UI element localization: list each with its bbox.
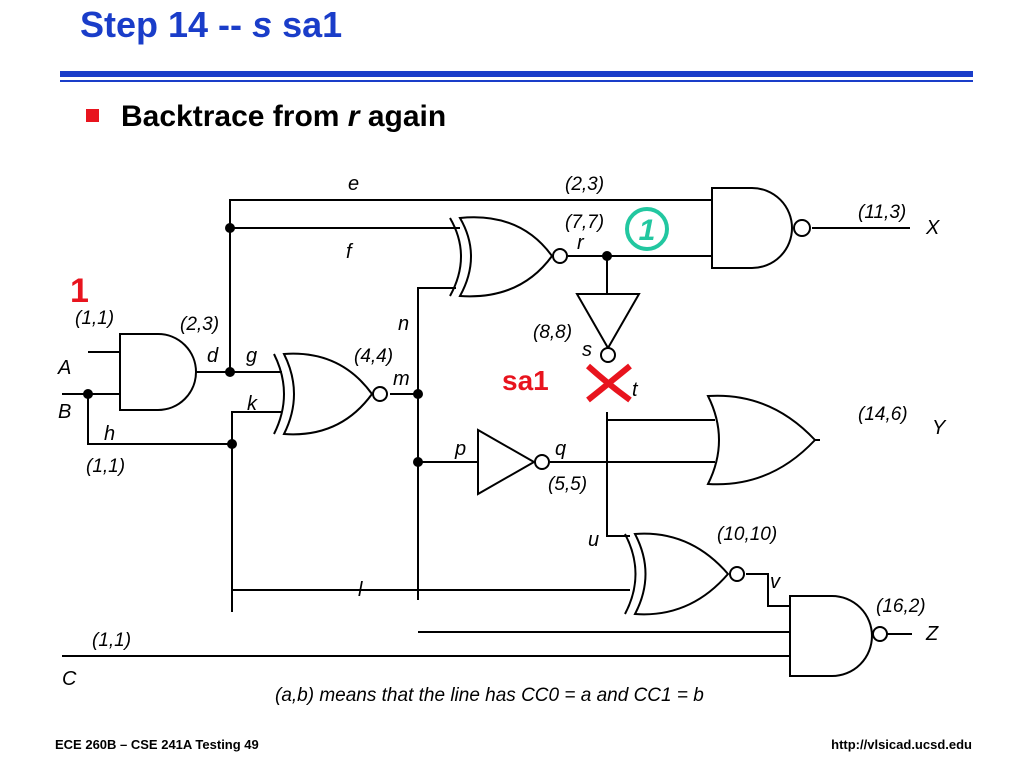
signal-l-label: l bbox=[358, 579, 363, 601]
cc-r: (7,7) bbox=[565, 212, 604, 233]
wire-t bbox=[606, 412, 630, 537]
wire-e bbox=[229, 199, 712, 370]
wire-h bbox=[87, 394, 232, 445]
cc-s: (8,8) bbox=[533, 322, 572, 343]
cc-Z: (16,2) bbox=[876, 596, 926, 617]
slide-title: Step 14 -- s sa1 bbox=[80, 4, 342, 46]
cc-e: (2,3) bbox=[565, 174, 604, 195]
signal-d-label: d bbox=[207, 345, 219, 367]
signal-e-label: e bbox=[348, 173, 359, 195]
red-one-label: 1 bbox=[70, 272, 89, 310]
title-rule-thin bbox=[60, 80, 973, 82]
cc-Y: (14,6) bbox=[858, 404, 908, 425]
signal-f-label: f bbox=[346, 241, 354, 263]
xnor-gate-g-k bbox=[273, 352, 388, 436]
cc-C: (1,1) bbox=[92, 630, 131, 651]
signal-r-label: r bbox=[577, 232, 585, 254]
title-prefix: Step 14 -- bbox=[80, 4, 243, 45]
footer-url: http://vlsicad.ucsd.edu bbox=[831, 737, 972, 752]
bullet-variable: r bbox=[347, 100, 360, 133]
cc-X: (11,3) bbox=[858, 202, 906, 223]
fault-x-mark bbox=[585, 363, 632, 403]
signal-q-label: q bbox=[555, 438, 566, 460]
green-circle-icon bbox=[625, 207, 669, 251]
bullet-square-icon bbox=[86, 109, 99, 122]
footer-course: ECE 260B – CSE 241A Testing 49 bbox=[55, 737, 259, 752]
signal-v-label: v bbox=[770, 571, 781, 593]
port-X-label: X bbox=[925, 217, 940, 239]
green-one-label: 1 bbox=[639, 214, 656, 247]
cc-d: (2,3) bbox=[180, 314, 219, 335]
signal-g-label: g bbox=[246, 345, 257, 367]
xnor-gate-f-n bbox=[449, 216, 568, 298]
title-rule-thick bbox=[60, 71, 973, 77]
cc-v: (10,10) bbox=[717, 524, 777, 545]
junctions bbox=[83, 223, 612, 467]
xnor-gate-u-l bbox=[624, 532, 745, 616]
fault-label: sa1 bbox=[502, 365, 549, 396]
signal-m-label: m bbox=[393, 368, 410, 390]
title-suffix: sa1 bbox=[282, 4, 343, 45]
inverter-r-s bbox=[575, 293, 641, 363]
bullet-text: Backtrace from r again bbox=[121, 100, 446, 134]
wires bbox=[62, 199, 912, 657]
signal-s-label: s bbox=[582, 339, 592, 361]
port-C-label: C bbox=[62, 668, 77, 690]
cc-q: (5,5) bbox=[548, 474, 587, 495]
signal-u-label: u bbox=[588, 529, 599, 551]
port-B-label: B bbox=[58, 401, 71, 423]
nand-gate-X bbox=[711, 187, 811, 269]
or-gate-Y bbox=[706, 394, 817, 486]
cc-h: (1,1) bbox=[86, 456, 125, 477]
signal-n-label: n bbox=[398, 313, 409, 335]
signal-t-label: t bbox=[632, 379, 639, 401]
cc-m: (4,4) bbox=[354, 346, 393, 367]
signal-k-label: k bbox=[247, 393, 258, 415]
and-gate-A-B bbox=[119, 333, 197, 411]
title-variable: s bbox=[252, 4, 273, 45]
wire-k bbox=[231, 411, 282, 612]
legend-text: (a,b) means that the line has CC0 = a an… bbox=[275, 685, 704, 706]
port-A-label: A bbox=[57, 357, 71, 379]
port-Z-label: Z bbox=[925, 623, 939, 645]
bullet-suffix: again bbox=[367, 100, 447, 133]
inverter-p-q bbox=[477, 428, 550, 496]
wire-v bbox=[746, 573, 790, 607]
bullet-prefix: Backtrace from bbox=[121, 100, 340, 133]
wire-n bbox=[417, 287, 456, 600]
signal-h-label: h bbox=[104, 423, 115, 445]
nand-gate-Z bbox=[789, 595, 888, 677]
port-Y-label: Y bbox=[932, 417, 947, 439]
signal-p-label: p bbox=[454, 438, 466, 460]
cc-A: (1,1) bbox=[75, 308, 114, 329]
